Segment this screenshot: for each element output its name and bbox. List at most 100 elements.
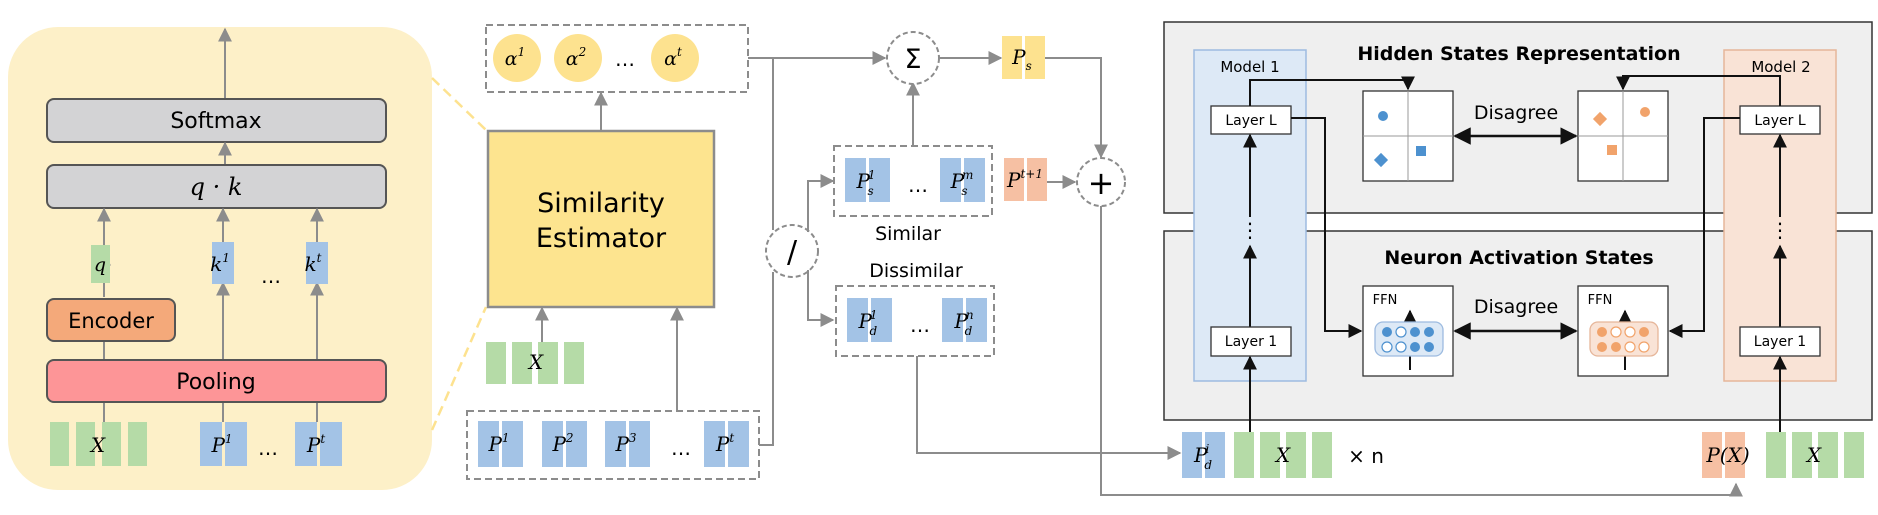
- pnext-token-a: [1004, 158, 1024, 201]
- softmax-label: Softmax: [170, 109, 261, 134]
- hidden-plot-model2-point-1: [1592, 111, 1608, 127]
- neuron-m2-5: [1597, 342, 1607, 352]
- similarity-estimator-box: [486, 129, 716, 309]
- kt-label: kt: [305, 251, 322, 276]
- alphat-circle: [651, 34, 699, 82]
- neuron-m2-4: [1639, 327, 1649, 337]
- p1-label: P1: [210, 432, 232, 457]
- px-x-token-2: [1792, 432, 1812, 478]
- neuron-m2-6: [1611, 342, 1621, 352]
- px-x-token-4: [1844, 432, 1864, 478]
- neuron-m2-3: [1624, 326, 1636, 338]
- model2-layer-l-label: Layer L: [1754, 113, 1805, 129]
- px-x-token-1: [1766, 432, 1786, 478]
- times-n-label: × n: [1348, 444, 1384, 468]
- input-x-label: X: [1274, 443, 1291, 467]
- x-token-2: [76, 422, 95, 466]
- pool-pt-label: Pt: [715, 431, 734, 456]
- alpha1-label: α1: [505, 45, 525, 70]
- ps-token-a: [1002, 36, 1022, 79]
- dissimilar-label: Dissimilar: [869, 260, 963, 282]
- hidden-plot-model1-point-1: [1378, 111, 1388, 121]
- model1-layer-1: [1210, 326, 1292, 357]
- est-x-token-2: [512, 342, 532, 384]
- k1-label: k1: [210, 251, 230, 276]
- q-label: q: [94, 254, 106, 276]
- pool-p3-a: [605, 421, 626, 467]
- input-x-token-4: [1312, 432, 1332, 478]
- pool-p1-b: [502, 421, 523, 467]
- neuron-m1-4: [1424, 327, 1434, 337]
- neuron-m1-2: [1395, 326, 1407, 338]
- similar-p1-a: [845, 158, 866, 202]
- neuron-m1-3: [1410, 327, 1420, 337]
- pooling-box: [46, 359, 387, 403]
- p1-token-a: [200, 422, 222, 466]
- px-token-a: [1702, 432, 1722, 478]
- alpha1-circle: [493, 34, 541, 82]
- pt-label: Pt: [306, 432, 325, 457]
- model2-layer-l-to-ffn: [1668, 117, 1740, 338]
- pool-p1-label: P1: [487, 431, 509, 456]
- x-label: X: [89, 433, 106, 457]
- hidden-disagree-label: Disagree: [1474, 102, 1558, 124]
- similar-pm-a: [940, 158, 961, 202]
- px-label: P(X): [1705, 443, 1749, 467]
- split-circle: [765, 224, 819, 278]
- panel-b: α1 α2 … αt Similarity Estimator X P1 P2 …: [466, 24, 1743, 497]
- split-symbol: /: [787, 235, 798, 270]
- dissimilar-p1-a: [847, 298, 868, 342]
- model2-label: Model 2: [1751, 58, 1810, 76]
- pool-to-split-line: [759, 272, 774, 446]
- q-token: [91, 245, 110, 283]
- pool-dots: …: [671, 436, 691, 460]
- neuron-m1-7: [1410, 342, 1420, 352]
- pt-token-a: [295, 422, 317, 466]
- pool-p2-a: [542, 421, 563, 467]
- hidden-plot-model2-point-2: [1640, 107, 1650, 117]
- neuron-m1-6: [1395, 341, 1407, 353]
- estimator-line1: Similarity: [537, 188, 665, 219]
- neuron-m1-8: [1424, 342, 1434, 352]
- model1-layer-l-to-plot: [1249, 76, 1415, 106]
- estimator-line2: Estimator: [536, 223, 667, 254]
- p1-token-b: [225, 422, 247, 466]
- ps-label: Ps: [1011, 45, 1032, 73]
- sum-symbol: Σ: [904, 44, 921, 75]
- alphat-label: αt: [664, 45, 682, 70]
- neuron-m2-1: [1597, 327, 1607, 337]
- pt-token-b: [320, 422, 342, 466]
- model2-layer-1-label: Layer 1: [1754, 334, 1806, 350]
- pool-pt-b: [728, 421, 749, 467]
- split-to-dissimilar-arrow: [807, 270, 835, 327]
- est-x-token-4: [564, 342, 584, 384]
- est-x-token-1: [486, 342, 506, 384]
- pool-p3-label: P3: [614, 431, 636, 456]
- pool-p3-b: [629, 421, 650, 467]
- zoom-line-bottom: [430, 306, 488, 431]
- px-x-label: X: [1805, 443, 1822, 467]
- neuron-m2-8: [1638, 341, 1650, 353]
- split-to-similar-arrow: [807, 174, 835, 232]
- alpha2-label: α2: [566, 45, 586, 70]
- est-x-token-3: [538, 342, 558, 384]
- hidden-states-title: Hidden States Representation: [1357, 43, 1680, 65]
- neuron-m1-1: [1382, 327, 1392, 337]
- dissimilar-box: [835, 285, 995, 357]
- plus-symbol: +: [1088, 164, 1115, 202]
- qk-label: q · k: [190, 173, 243, 201]
- panel-a: Softmax q · k q Encoder k1 … kt Pooling …: [8, 27, 432, 490]
- px-x-token-3: [1818, 432, 1838, 478]
- ffn-label-model2: FFN: [1588, 293, 1613, 308]
- dissimilar-to-input-arrow: [916, 356, 1182, 460]
- input-x-token-2: [1260, 432, 1280, 478]
- hidden-plot-model1-point-2: [1373, 152, 1389, 168]
- hidden-plot-model1-point-3: [1416, 146, 1426, 156]
- ps-to-plus-arrow: [1045, 57, 1108, 159]
- input-x-token-1: [1234, 432, 1254, 478]
- softmax-box: [46, 98, 387, 143]
- ps-token-b: [1025, 36, 1045, 79]
- alpha2-circle: [554, 34, 602, 82]
